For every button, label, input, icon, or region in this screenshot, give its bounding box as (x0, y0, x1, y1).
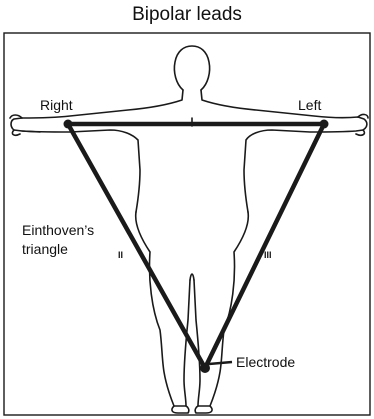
electrode-label: Electrode (236, 354, 295, 370)
right-foot-outline (172, 406, 189, 413)
right-arm-electrode (64, 120, 73, 129)
left-label: Left (298, 97, 321, 113)
right-label: Right (40, 97, 73, 113)
triangle-label-line2: triangle (22, 241, 68, 257)
lead-ii-label: II (118, 250, 123, 260)
left-foot-outline (195, 406, 212, 413)
crotch-outline (190, 274, 194, 280)
upper-torso-left-side (201, 90, 367, 212)
head-outline (174, 46, 209, 90)
left-arm-electrode (320, 120, 329, 129)
lead-ii-line (68, 124, 205, 368)
torso-left-edge (194, 212, 248, 406)
lead-iii-label: III (264, 250, 272, 260)
upper-torso-right-side (11, 90, 183, 212)
leg-electrode (200, 363, 210, 373)
lead-iii-line (205, 124, 324, 368)
electrode-pointer-line (209, 362, 232, 364)
einthoven-triangle (68, 124, 324, 368)
torso-right-edge (136, 212, 190, 406)
triangle-label-line1: Einthoven’s (22, 222, 94, 238)
